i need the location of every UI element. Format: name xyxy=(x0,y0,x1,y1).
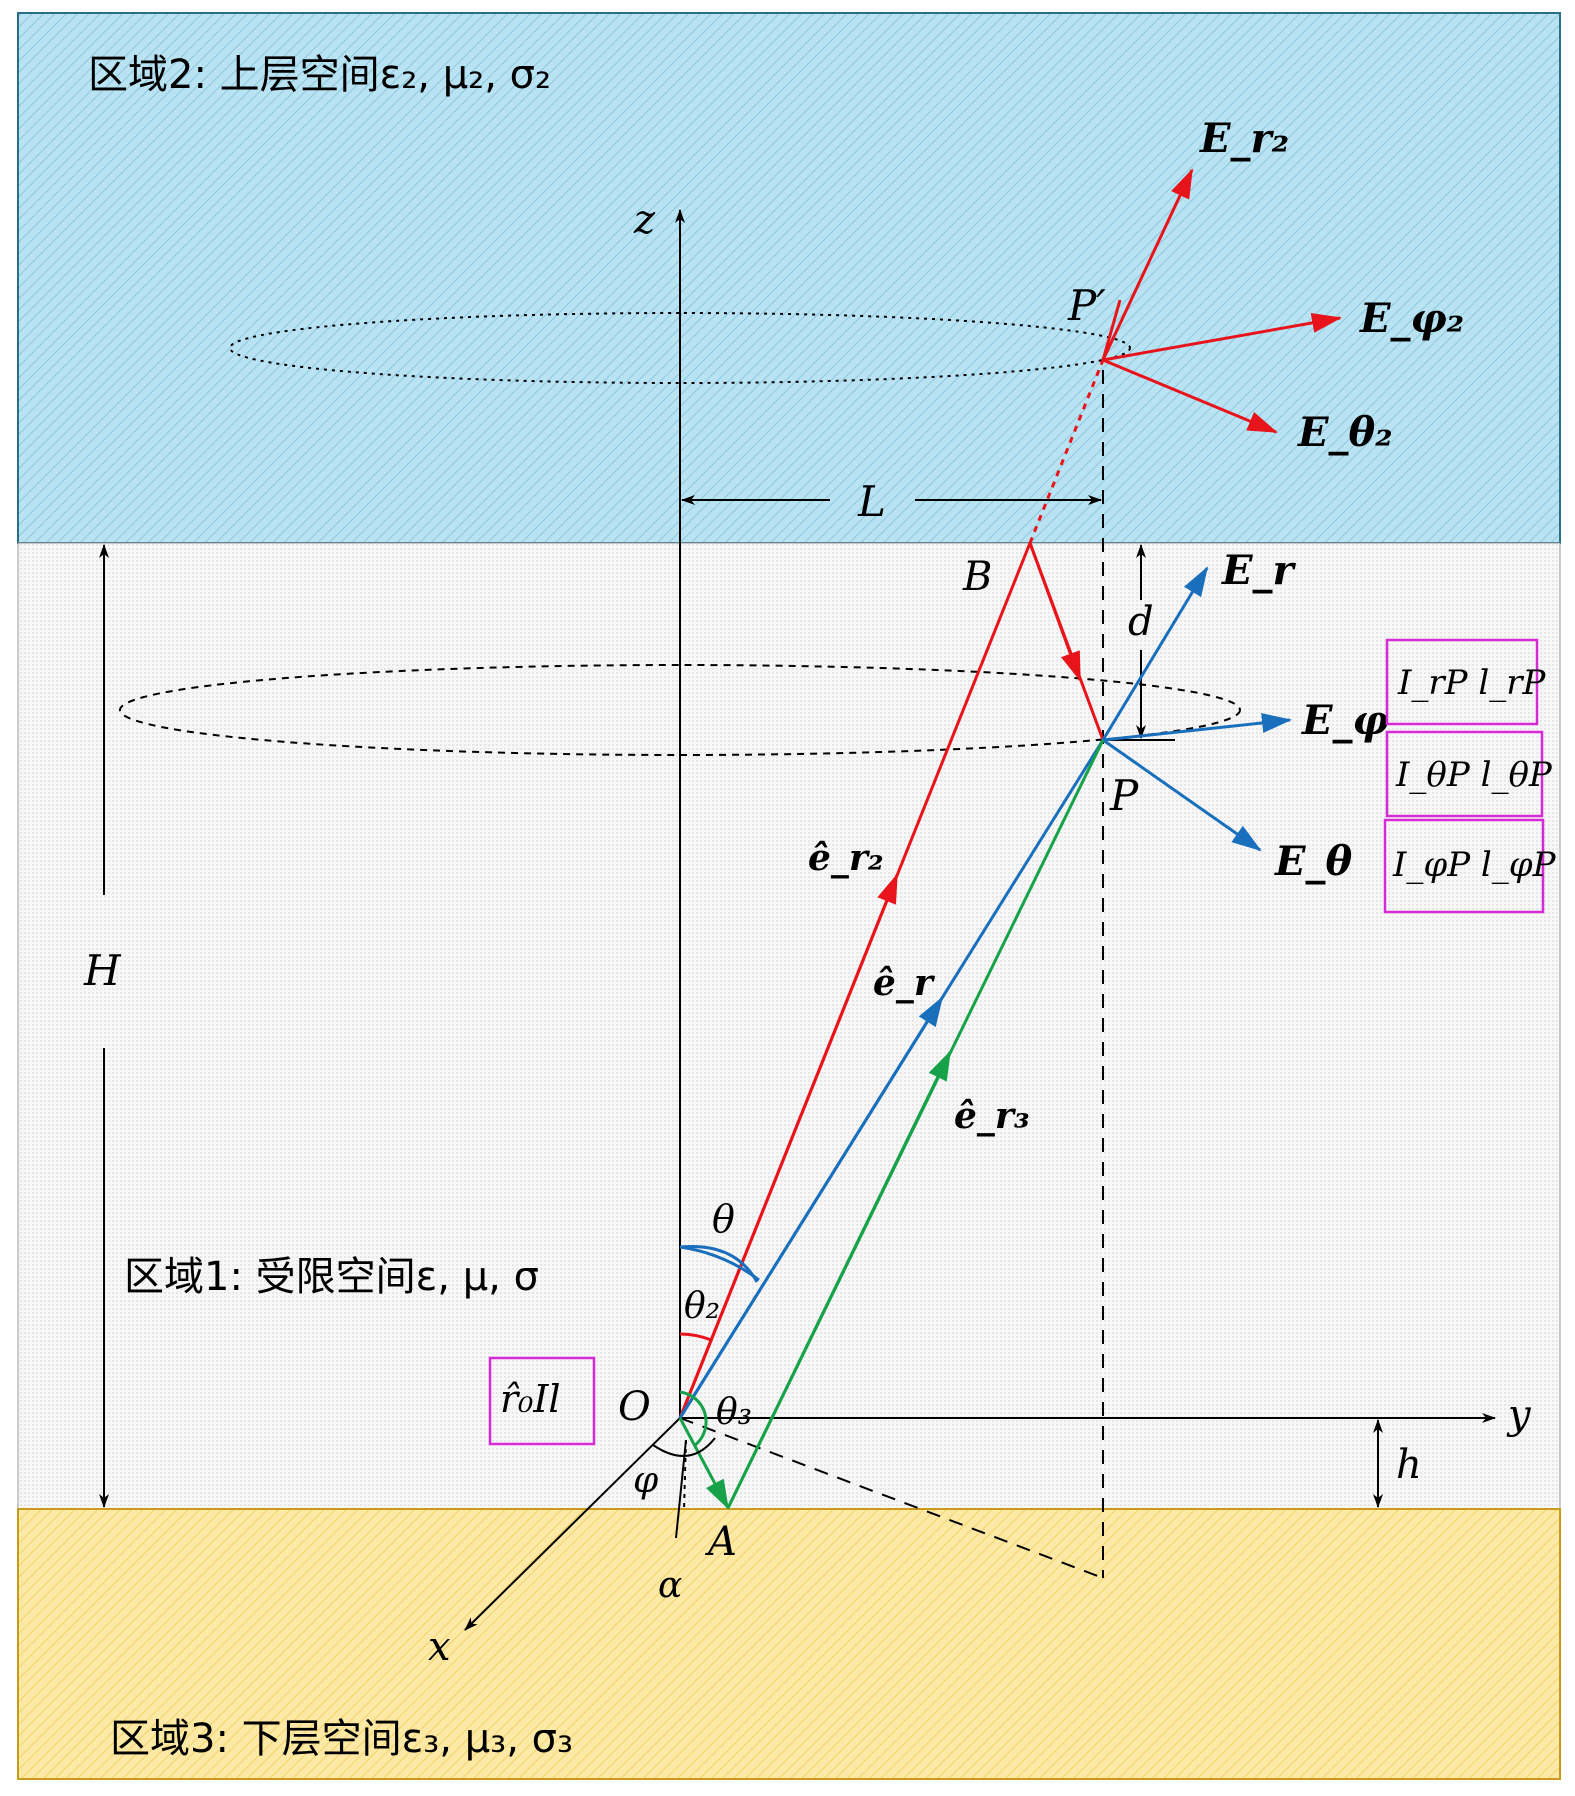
vector-Ephi2 xyxy=(1102,313,1342,362)
vector-Er xyxy=(1101,566,1209,741)
ray-er3-arrow xyxy=(726,1050,952,1509)
region1-label: 区域1: 受限空间ε, μ, σ xyxy=(124,1254,539,1300)
Etheta-label: E_θ xyxy=(1274,838,1352,885)
region2-label: 区域2: 上层空间ε₂, μ₂, σ₂ xyxy=(88,52,551,98)
er-label: ê_r xyxy=(873,962,936,1004)
upper-ring xyxy=(229,312,1131,384)
Ir-box: I_rP l_rP xyxy=(1385,638,1546,726)
theta-label: θ xyxy=(712,1197,735,1241)
H-label: H xyxy=(83,946,122,995)
phi-arc xyxy=(652,1437,716,1457)
Iphi-box: I_φP l_φP xyxy=(1383,818,1557,914)
vector-Etheta xyxy=(1102,738,1262,852)
phi-label: φ xyxy=(633,1460,659,1501)
x-axis xyxy=(464,1417,681,1631)
vector-Er2 xyxy=(1101,168,1194,361)
y-axis-label: y xyxy=(1506,1392,1532,1438)
theta3-arc xyxy=(679,1390,708,1448)
ray-er-arrow xyxy=(678,996,944,1419)
x-axis-label: x xyxy=(428,1624,451,1670)
ray-er2-arrow xyxy=(678,873,899,1419)
upper-layer xyxy=(17,12,1561,544)
Pprime-label: P′ xyxy=(1067,281,1106,330)
theta2-arc xyxy=(679,1332,712,1342)
ground-projection-dashed xyxy=(679,1417,1104,1579)
alpha-label: α xyxy=(658,1565,682,1606)
extension-to-pprime xyxy=(1028,359,1105,544)
er3-label: ê_r₃ xyxy=(954,1095,1030,1137)
Itheta-box: I_θP l_θP xyxy=(1385,730,1553,818)
Itheta-box-label: I_θP l_θP xyxy=(1395,755,1553,795)
L-label: L xyxy=(857,477,886,526)
O-label: O xyxy=(618,1384,651,1430)
lower-layer xyxy=(17,1508,1561,1780)
ray-to-pprime-top xyxy=(1101,299,1122,361)
theta-arc-tail xyxy=(679,1244,759,1283)
vector-Etheta2 xyxy=(1102,358,1278,434)
Er2-label: E_r₂ xyxy=(1199,115,1289,162)
reflected-ray-arrow xyxy=(1028,542,1082,682)
er2-label: ê_r₂ xyxy=(808,837,884,879)
theta3-label: θ₃ xyxy=(716,1392,752,1433)
Ephi-label: E_φ xyxy=(1301,697,1389,744)
Er-label: E_r xyxy=(1221,547,1296,594)
middle-ring xyxy=(119,664,1241,756)
source-box-label: r̂₀Il xyxy=(500,1377,561,1421)
Ephi2-label: E_φ₂ xyxy=(1359,295,1464,342)
ray-to-A xyxy=(678,1417,730,1510)
A-label: A xyxy=(704,1519,737,1565)
vector-Ephi xyxy=(1102,713,1292,742)
theta2-label: θ₂ xyxy=(684,1286,720,1327)
h-label: h xyxy=(1396,1442,1422,1488)
confined-space xyxy=(17,542,1561,1510)
source-box: r̂₀Il xyxy=(488,1356,596,1446)
d-label: d xyxy=(1128,599,1154,645)
z-axis-label: z xyxy=(633,197,656,243)
Ir-box-label: I_rP l_rP xyxy=(1397,663,1546,703)
Iphi-box-label: I_φP l_φP xyxy=(1392,845,1557,885)
B-label: B xyxy=(962,554,992,600)
Etheta2-label: E_θ₂ xyxy=(1297,409,1393,456)
P-label: P xyxy=(1109,771,1139,820)
region3-label: 区域3: 下层空间ε₃, μ₃, σ₃ xyxy=(110,1716,573,1762)
